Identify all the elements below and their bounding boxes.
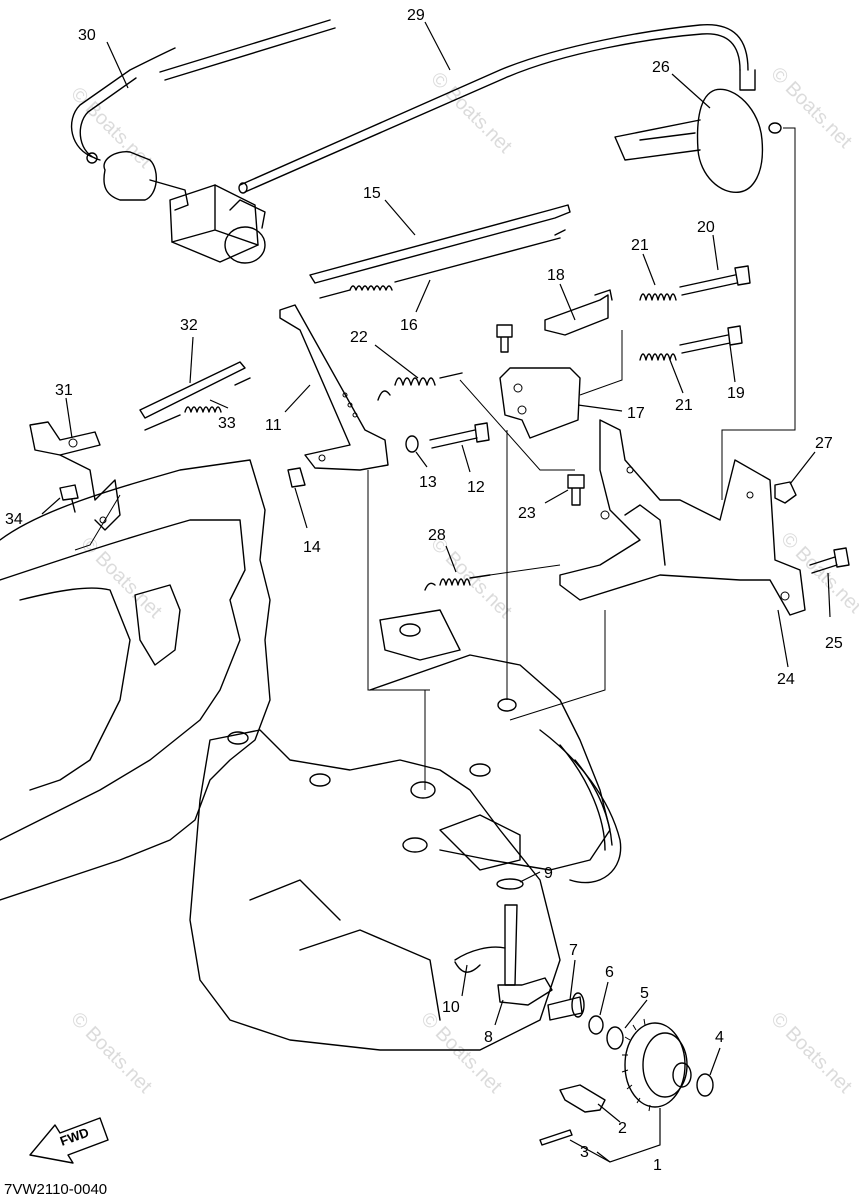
- bolt-12: [429, 422, 490, 449]
- governor-gear-1: [621, 1018, 692, 1112]
- callout-28: 28: [428, 527, 446, 544]
- callout-10: 10: [442, 999, 460, 1016]
- watermark-4: © Boats.net: [76, 533, 166, 623]
- governor-shaft-8: [497, 904, 553, 1006]
- vacuum-actuator-26: [614, 69, 796, 500]
- nut-14: [287, 467, 306, 488]
- callout-23: 23: [518, 505, 536, 522]
- callout-21a: 21: [631, 237, 649, 254]
- washer-9: [496, 878, 524, 890]
- bracket-18: [544, 289, 613, 336]
- callout-24: 24: [777, 671, 795, 688]
- solenoid-valve: [103, 151, 266, 264]
- bolt-19: [679, 325, 743, 354]
- callout-19: 19: [727, 385, 745, 402]
- pin-3: [539, 1129, 573, 1146]
- callout-20: 20: [697, 219, 715, 236]
- callout-13: 13: [419, 474, 437, 491]
- callout-22: 22: [350, 329, 368, 346]
- lever-11: [279, 304, 389, 471]
- bracket-24: [559, 419, 806, 616]
- callout-31: 31: [55, 382, 73, 399]
- spring-16: [319, 237, 561, 299]
- callout-26: 26: [652, 59, 670, 76]
- leader-lines: [41, 21, 831, 1163]
- spring-28: [424, 574, 491, 591]
- reference-lines: [74, 330, 623, 790]
- clip-10: [454, 946, 506, 973]
- callout-2: 2: [618, 1120, 627, 1137]
- screw-top: [496, 324, 513, 353]
- fwd-label: FWD: [58, 1125, 91, 1149]
- hose-30: [70, 19, 336, 164]
- washer-6: [588, 1015, 604, 1035]
- callout-4: 4: [715, 1029, 724, 1046]
- washer-13: [405, 435, 419, 453]
- bracket-17: [499, 367, 581, 439]
- callout-18: 18: [547, 267, 565, 284]
- callout-12: 12: [467, 479, 485, 496]
- rod-32: [139, 361, 246, 419]
- washer-5: [606, 1026, 624, 1050]
- callout-32: 32: [180, 317, 198, 334]
- bolt-20: [679, 265, 751, 296]
- callout-16: 16: [400, 317, 418, 334]
- callout-15: 15: [363, 185, 381, 202]
- spring-33: [144, 377, 251, 431]
- spring-22: [377, 372, 463, 401]
- callouts: 30 29 26 15 20 21 18 16 32 22 19 31 21 1…: [5, 7, 843, 1174]
- callout-1: 1: [653, 1157, 662, 1174]
- nut-27: [774, 481, 797, 504]
- clip-2: [559, 1084, 606, 1113]
- callout-5: 5: [640, 985, 649, 1002]
- power-head: [0, 459, 622, 1051]
- spring-21-top: [639, 293, 677, 301]
- bolt-25: [809, 547, 850, 574]
- callout-6: 6: [605, 964, 614, 981]
- bracket-31: [29, 421, 121, 531]
- callout-30: 30: [78, 27, 96, 44]
- collar-7: [547, 992, 585, 1021]
- callout-25: 25: [825, 635, 843, 652]
- watermark-9: © Boats.net: [766, 1008, 856, 1098]
- rod-15: [309, 204, 571, 284]
- diagram-code: 7VW2110-0040: [4, 1181, 107, 1198]
- bolt-34: [59, 484, 79, 513]
- callout-29: 29: [407, 7, 425, 24]
- fwd-arrow: FWD: [29, 1117, 109, 1164]
- screw-23: [567, 474, 585, 506]
- watermark-7: © Boats.net: [66, 1008, 156, 1098]
- callout-14: 14: [303, 539, 321, 556]
- callout-3: 3: [580, 1144, 589, 1161]
- callout-7: 7: [569, 942, 578, 959]
- callout-11: 11: [265, 417, 282, 434]
- callout-9: 9: [544, 865, 553, 882]
- callout-21b: 21: [675, 397, 693, 414]
- washer-4: [696, 1073, 714, 1097]
- spring-21-bottom: [639, 353, 677, 361]
- watermark-8: © Boats.net: [416, 1008, 506, 1098]
- callout-8: 8: [484, 1029, 493, 1046]
- callout-34: 34: [5, 511, 23, 528]
- callout-33: 33: [218, 415, 236, 432]
- watermark-2: © Boats.net: [426, 68, 516, 158]
- callout-17: 17: [627, 405, 645, 422]
- watermark-3: © Boats.net: [766, 63, 856, 153]
- callout-27: 27: [815, 435, 833, 452]
- hose-29: [238, 24, 749, 194]
- watermark-6: © Boats.net: [776, 528, 859, 618]
